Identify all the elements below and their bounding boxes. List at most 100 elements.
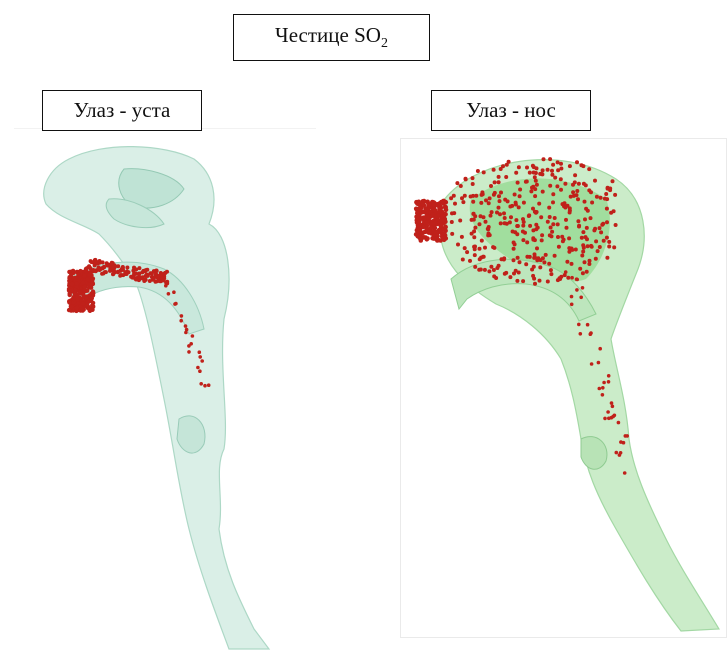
particle bbox=[521, 217, 525, 222]
particle bbox=[602, 196, 607, 201]
particle bbox=[548, 157, 553, 162]
particle bbox=[526, 214, 531, 218]
particle bbox=[612, 245, 617, 250]
particle bbox=[499, 190, 503, 195]
particle bbox=[622, 471, 627, 475]
particle bbox=[550, 229, 555, 234]
particle bbox=[496, 205, 501, 210]
particle bbox=[85, 303, 90, 308]
particle bbox=[130, 275, 135, 280]
particle bbox=[547, 261, 552, 266]
particle bbox=[581, 249, 586, 254]
particle bbox=[197, 350, 202, 354]
particle bbox=[474, 193, 479, 198]
particle bbox=[571, 182, 575, 187]
particle bbox=[537, 278, 542, 283]
particle bbox=[516, 165, 521, 170]
particle bbox=[593, 256, 598, 261]
particle bbox=[534, 227, 539, 232]
particle bbox=[587, 167, 592, 172]
particle bbox=[575, 277, 579, 282]
mouth-inlet-airway-render bbox=[43, 146, 271, 650]
particle bbox=[511, 240, 516, 245]
particle bbox=[584, 269, 589, 274]
particle bbox=[567, 206, 572, 211]
particle bbox=[481, 170, 486, 175]
particle bbox=[570, 275, 574, 280]
particle bbox=[119, 267, 124, 271]
particle bbox=[560, 234, 565, 239]
particle bbox=[507, 220, 512, 225]
particle bbox=[489, 184, 493, 188]
particle bbox=[601, 386, 605, 390]
particle bbox=[198, 355, 202, 359]
particle bbox=[73, 287, 78, 293]
particle bbox=[137, 266, 142, 271]
particle bbox=[513, 268, 518, 273]
particle bbox=[569, 261, 574, 266]
particle bbox=[578, 332, 583, 336]
particle bbox=[496, 263, 501, 268]
particle bbox=[528, 223, 533, 228]
particle bbox=[511, 258, 516, 263]
particle bbox=[609, 401, 614, 405]
particle bbox=[567, 236, 572, 241]
particle bbox=[143, 269, 147, 274]
particle bbox=[548, 268, 553, 273]
particle bbox=[91, 304, 96, 309]
particle bbox=[603, 416, 607, 421]
particle bbox=[542, 260, 547, 265]
title-box: Честице SO2 bbox=[233, 14, 430, 61]
particle bbox=[484, 198, 488, 203]
particle bbox=[459, 234, 464, 239]
particle bbox=[95, 261, 100, 266]
particle bbox=[602, 380, 606, 385]
particle bbox=[473, 264, 478, 269]
particle bbox=[512, 192, 517, 197]
particle bbox=[110, 265, 115, 270]
particle bbox=[80, 280, 86, 285]
particle bbox=[527, 170, 532, 175]
particle bbox=[497, 194, 501, 199]
particle bbox=[525, 165, 529, 170]
particle bbox=[541, 157, 546, 162]
particle bbox=[604, 206, 609, 211]
particle bbox=[74, 281, 80, 286]
particle bbox=[183, 324, 188, 328]
particle bbox=[529, 189, 534, 194]
particle bbox=[101, 271, 106, 276]
particle bbox=[540, 233, 545, 238]
particle bbox=[502, 221, 507, 226]
particle bbox=[545, 279, 550, 284]
particle bbox=[488, 213, 493, 218]
particle bbox=[600, 393, 605, 397]
airway-model bbox=[43, 146, 271, 650]
particle bbox=[611, 414, 615, 419]
particle bbox=[199, 382, 203, 386]
particle bbox=[100, 260, 105, 265]
particle bbox=[118, 273, 123, 278]
particle bbox=[589, 243, 594, 248]
larynx bbox=[176, 415, 206, 454]
particle bbox=[580, 253, 585, 258]
particle bbox=[92, 258, 97, 263]
particle bbox=[67, 291, 72, 296]
particle bbox=[496, 174, 501, 179]
particle bbox=[504, 175, 509, 179]
particle bbox=[124, 272, 129, 276]
nasal-turbinate bbox=[118, 168, 185, 209]
particle bbox=[179, 318, 183, 323]
particle bbox=[534, 182, 539, 187]
particle bbox=[611, 209, 616, 214]
particle bbox=[521, 223, 526, 228]
particle bbox=[564, 217, 568, 222]
particle bbox=[423, 206, 429, 212]
particle bbox=[161, 278, 166, 283]
particle bbox=[506, 159, 511, 164]
particle bbox=[547, 215, 552, 219]
particle bbox=[472, 244, 477, 249]
particle bbox=[416, 219, 422, 225]
particle bbox=[582, 199, 587, 204]
particle bbox=[418, 235, 424, 241]
particle bbox=[607, 239, 612, 244]
